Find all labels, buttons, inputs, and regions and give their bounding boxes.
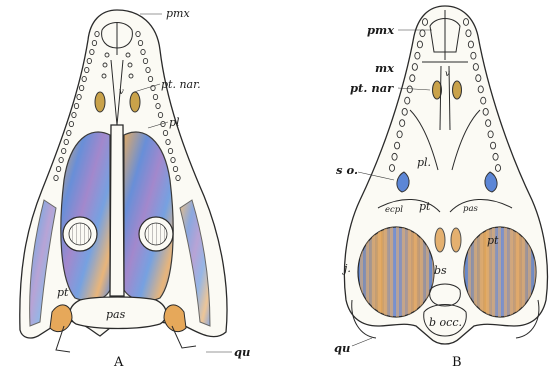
panel-a-label-pas: pas — [106, 308, 126, 321]
tooth-socket — [483, 108, 488, 115]
tooth-socket — [54, 175, 58, 180]
tooth-socket — [85, 67, 89, 72]
panel-a-label-pmx: pmx — [166, 7, 190, 20]
panel-b-label-pt-nar: pt. nar — [350, 81, 394, 95]
tooth-socket — [87, 58, 91, 63]
tooth-socket — [69, 121, 73, 126]
panel-b-caption: B — [452, 355, 462, 370]
tooth-socket — [473, 64, 478, 71]
tooth-socket — [77, 94, 81, 99]
tooth-socket — [156, 103, 160, 108]
tooth-socket — [488, 131, 493, 138]
panel-b-nar-right — [453, 81, 462, 99]
tooth-socket — [141, 49, 145, 54]
tooth-socket — [466, 30, 471, 37]
tooth-socket — [138, 40, 142, 45]
panel-b-label-bocc: b occ. — [429, 316, 462, 329]
panel-b-label-bs: bs — [434, 264, 447, 277]
tooth-socket — [79, 85, 83, 90]
tooth-socket — [463, 19, 468, 26]
panel-a-label-qu: qu — [234, 345, 250, 359]
tooth-socket — [64, 139, 68, 144]
tooth-socket — [171, 157, 175, 162]
panel-b-label-pt: pt — [419, 200, 431, 213]
tooth-socket — [168, 148, 172, 153]
tooth-socket — [420, 30, 425, 37]
tooth-socket — [176, 175, 180, 180]
tooth-socket — [402, 108, 407, 115]
tooth-socket — [158, 112, 162, 117]
tooth-socket — [476, 75, 481, 82]
tooth-socket — [143, 58, 147, 63]
tooth-socket — [67, 130, 71, 135]
tooth-socket — [495, 165, 500, 172]
tooth-socket — [468, 41, 473, 48]
tooth-socket — [146, 67, 150, 72]
panel-b-label-j: j. — [341, 262, 351, 275]
panel-b-label-pmx: pmx — [367, 23, 394, 37]
tooth-socket — [405, 97, 410, 104]
tooth-socket — [59, 157, 63, 162]
panel-b-label-v: v — [445, 69, 450, 79]
tooth-socket — [389, 165, 394, 172]
tooth-socket — [481, 97, 486, 104]
tooth-socket — [56, 166, 60, 171]
panel-b-label-ecpl: ecpl — [385, 205, 403, 215]
panel-b-label-pl: pl. — [417, 156, 431, 169]
panel-a-caption: A — [113, 355, 124, 370]
tooth-socket — [153, 94, 157, 99]
tooth-socket — [417, 41, 422, 48]
panel-a-label-pt: pt — [57, 286, 69, 299]
tooth-socket — [74, 103, 78, 108]
panel-a-nar-left — [95, 92, 105, 112]
panel-a-label-v: v — [119, 87, 124, 97]
panel-a-label-pl: pl — [169, 116, 180, 129]
panel-b-label-pas: pas — [463, 204, 479, 214]
panel-b-label-mx: mx — [375, 61, 394, 75]
tooth-socket — [412, 64, 417, 71]
tooth-socket — [394, 142, 399, 149]
tooth-socket — [422, 19, 427, 26]
tooth-socket — [90, 49, 94, 54]
panel-a-nar-right — [130, 92, 140, 112]
tooth-socket — [95, 31, 99, 36]
tooth-socket — [397, 131, 402, 138]
tooth-socket — [136, 31, 140, 36]
tooth-socket — [166, 139, 170, 144]
tooth-socket — [82, 76, 86, 81]
tooth-socket — [493, 153, 498, 160]
tooth-socket — [478, 86, 483, 93]
tooth-socket — [173, 166, 177, 171]
tooth-socket — [490, 142, 495, 149]
tooth-socket — [92, 40, 96, 45]
tooth-socket — [163, 130, 167, 135]
tooth-socket — [415, 52, 420, 59]
panel-a: pmx v pt. nar. pl pt pas qu A — [20, 7, 251, 370]
tooth-socket — [61, 148, 65, 153]
tooth-socket — [392, 153, 397, 160]
tooth-socket — [72, 112, 76, 117]
panel-b-label-pt2: pt — [487, 234, 499, 247]
tooth-socket — [148, 76, 152, 81]
panel-a-label-pt-nar: pt. nar. — [161, 78, 201, 91]
tooth-socket — [410, 75, 415, 82]
tooth-socket — [407, 86, 412, 93]
panel-b: pmx mx pt. nar v s o. pl. ecpl pt pas j.… — [334, 6, 547, 370]
tooth-socket — [486, 120, 491, 127]
tooth-socket — [400, 120, 405, 127]
tooth-socket — [471, 52, 476, 59]
panel-b-label-so: s o. — [336, 163, 358, 177]
panel-b-label-qu: qu — [334, 341, 350, 355]
